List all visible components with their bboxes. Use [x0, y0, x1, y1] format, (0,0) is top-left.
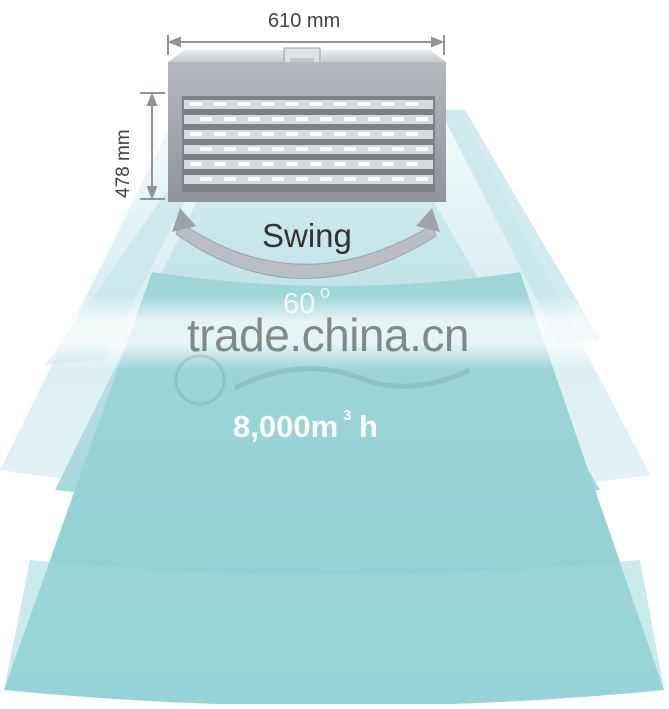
width-dimension — [167, 35, 445, 55]
louver-highlight — [296, 147, 308, 151]
louver-highlight — [416, 147, 428, 151]
louver-slats — [184, 100, 433, 184]
louver-highlight — [310, 162, 322, 166]
louver-highlight — [392, 147, 404, 151]
louver-slat — [184, 175, 433, 184]
air-curtain-heater — [168, 47, 446, 202]
louver-highlight — [358, 132, 370, 136]
watermark-text: trade.china.cn — [187, 309, 469, 361]
louver-highlight — [344, 147, 356, 151]
louver-highlight — [286, 132, 298, 136]
louver-highlight — [358, 102, 370, 106]
louver-highlight — [262, 162, 274, 166]
louver-highlight — [406, 132, 418, 136]
louver-highlight — [224, 147, 236, 151]
louver-highlight — [200, 147, 212, 151]
louver-highlight — [334, 102, 346, 106]
louver-highlight — [310, 102, 322, 106]
louver-slat — [184, 100, 433, 109]
louver-highlight — [296, 117, 308, 121]
swing-angle-degree: o — [320, 282, 331, 302]
louver-slat — [184, 145, 433, 154]
swing-label: Swing — [262, 217, 352, 254]
louver-highlight — [272, 117, 284, 121]
louver-highlight — [406, 162, 418, 166]
louver-highlight — [406, 102, 418, 106]
louver-highlight — [248, 117, 260, 121]
louver-highlight — [190, 162, 202, 166]
louver-highlight — [200, 117, 212, 121]
louver-highlight — [262, 102, 274, 106]
louver-highlight — [238, 102, 250, 106]
watermark-band — [0, 295, 669, 370]
louver-highlight — [310, 132, 322, 136]
height-dimension-label: 478 mm — [113, 129, 134, 198]
louver-highlight — [320, 177, 332, 181]
louver-highlight — [200, 177, 212, 181]
airflow-value: 8,000m — [233, 409, 339, 444]
louver-highlight — [382, 132, 394, 136]
louver-highlight — [392, 117, 404, 121]
louver-highlight — [320, 147, 332, 151]
louver-highlight — [368, 117, 380, 121]
louver-highlight — [334, 162, 346, 166]
louver-highlight — [272, 147, 284, 151]
louver-highlight — [262, 132, 274, 136]
swing-indicator — [172, 208, 440, 279]
louver-highlight — [214, 132, 226, 136]
louver-highlight — [382, 162, 394, 166]
louver-highlight — [248, 177, 260, 181]
louver-highlight — [238, 162, 250, 166]
louver-highlight — [416, 117, 428, 121]
airflow-unit-superscript: 3 — [343, 407, 352, 424]
louver-slat — [184, 115, 433, 124]
louver-highlight — [334, 132, 346, 136]
louver-highlight — [296, 177, 308, 181]
louver-highlight — [286, 162, 298, 166]
louver-highlight — [214, 102, 226, 106]
louver-highlight — [344, 117, 356, 121]
airflow-unit-tail: h — [359, 409, 378, 444]
louver-highlight — [286, 102, 298, 106]
louver-highlight — [344, 177, 356, 181]
louver-highlight — [320, 117, 332, 121]
louver-highlight — [368, 177, 380, 181]
louver-highlight — [190, 102, 202, 106]
airflow-fan-lower — [4, 560, 664, 706]
swing-arrow-right — [416, 208, 440, 232]
louver-highlight — [224, 117, 236, 121]
airflow-beam-right — [440, 110, 600, 345]
louver-highlight — [190, 132, 202, 136]
louver-highlight — [248, 147, 260, 151]
louver-highlight — [382, 102, 394, 106]
swing-arc — [175, 221, 437, 279]
swing-angle-value: 60 — [283, 288, 316, 320]
watermark-logo — [174, 354, 472, 406]
louver-highlight — [224, 177, 236, 181]
louver-highlight — [358, 162, 370, 166]
louver-highlight — [272, 177, 284, 181]
louver-highlight — [238, 132, 250, 136]
louver-highlight — [392, 177, 404, 181]
louver-slat — [184, 160, 433, 169]
width-dimension-label: 610 mm — [268, 10, 341, 32]
louver-slat — [184, 130, 433, 139]
height-dimension — [140, 92, 165, 200]
louver-highlight — [368, 147, 380, 151]
swing-arrow-left — [172, 208, 196, 232]
louver-highlight — [214, 162, 226, 166]
louver-highlight — [416, 177, 428, 181]
